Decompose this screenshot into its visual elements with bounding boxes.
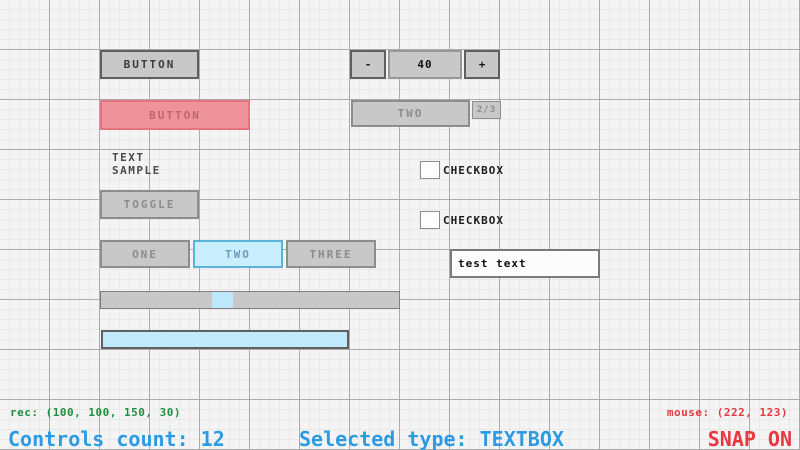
sample-progressbar[interactable]: [101, 330, 349, 349]
combobox-counter-badge[interactable]: 2/3: [472, 101, 501, 119]
checkbox-2-box[interactable]: [420, 211, 440, 229]
sample-textbox-input[interactable]: test text: [450, 249, 600, 278]
sample-text-label: TEXT SAMPLE: [112, 151, 161, 177]
status-snap-toggle[interactable]: SNAP ON: [707, 427, 792, 450]
toggle-group-option-two-active[interactable]: TWO: [193, 240, 283, 268]
checkbox-1-label: CHECKBOX: [443, 164, 504, 177]
sample-button-default[interactable]: BUTTON: [100, 50, 199, 79]
status-selected-rec: rec: (100, 100, 150, 30): [10, 406, 181, 419]
spinner-plus-button[interactable]: +: [464, 50, 500, 79]
toggle-group-option-three[interactable]: THREE: [286, 240, 376, 268]
spinner-minus-button[interactable]: -: [350, 50, 386, 79]
sample-slider-track[interactable]: [100, 291, 400, 309]
checkbox-1-box[interactable]: [420, 161, 440, 179]
status-controls-count: Controls count: 12: [8, 427, 225, 450]
status-mouse-position: mouse: (222, 123): [666, 406, 788, 419]
combobox-selected-value[interactable]: TWO: [351, 100, 470, 127]
status-selected-type: Selected type: TEXTBOX: [299, 427, 564, 450]
checkbox-2-label: CHECKBOX: [443, 214, 504, 227]
toggle-group-option-one[interactable]: ONE: [100, 240, 190, 268]
slider-handle[interactable]: [212, 292, 233, 308]
sample-button-selected[interactable]: BUTTON: [100, 100, 250, 130]
spinner-value-box[interactable]: 40: [388, 50, 462, 79]
sample-toggle-button[interactable]: TOGGLE: [100, 190, 199, 219]
